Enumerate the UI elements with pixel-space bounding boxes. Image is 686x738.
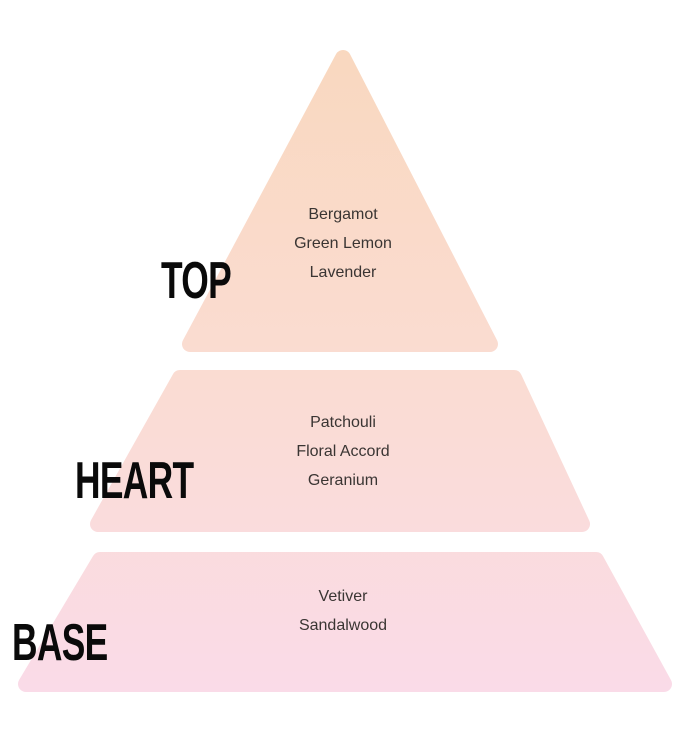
tier-label-top: TOP [161, 252, 232, 310]
base-notes: Vetiver Sandalwood [243, 582, 443, 640]
top-notes: Bergamot Green Lemon Lavender [243, 200, 443, 287]
heart-notes: Patchouli Floral Accord Geranium [243, 408, 443, 495]
tier-label-base: BASE [12, 614, 108, 672]
note: Green Lemon [294, 235, 392, 252]
base-tier [18, 552, 672, 692]
tier-label-heart: HEART [75, 452, 194, 510]
heart-tier [90, 370, 590, 532]
note: Vetiver [318, 588, 368, 605]
note: Bergamot [308, 206, 378, 223]
note: Geranium [307, 472, 379, 489]
top-tier [182, 50, 498, 352]
note: Floral Accord [296, 443, 390, 460]
note: Patchouli [310, 414, 376, 431]
note: Lavender [309, 264, 377, 281]
note: Sandalwood [298, 617, 388, 634]
